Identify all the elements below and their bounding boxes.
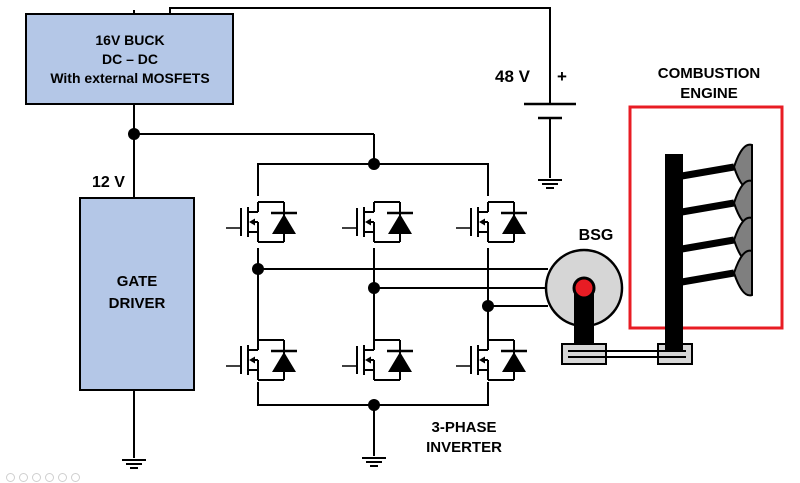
toolbar-dot[interactable] [32, 473, 41, 482]
inverter-subtitle: INVERTER [426, 439, 502, 456]
gate-driver-subtitle: DRIVER [109, 295, 166, 312]
engine-title: COMBUSTION [658, 65, 761, 82]
toolbar-dot[interactable] [19, 473, 28, 482]
gate-driver-title: GATE [117, 273, 158, 290]
gate-driver-block [79, 197, 195, 391]
rotor-dot [572, 276, 596, 300]
inverter-title: 3-PHASE [431, 419, 496, 436]
toolbar-dot[interactable] [58, 473, 67, 482]
rail-voltage-label: 12 V [92, 174, 125, 191]
inverter-rails [257, 158, 489, 456]
buck-note: With external MOSFETS [50, 70, 209, 86]
n-mosfet-icon [224, 200, 299, 244]
battery-voltage: 48 V [495, 67, 531, 86]
buck-subtitle: DC – DC [102, 51, 158, 67]
crankshaft [665, 154, 683, 350]
valve-icon [676, 145, 752, 190]
n-mosfet-icon [340, 338, 415, 382]
valve-icon [676, 251, 752, 296]
bsg-label: BSG [579, 227, 614, 244]
toolbar-dot[interactable] [6, 473, 15, 482]
n-mosfet-icon [454, 200, 529, 244]
buck-converter-block [25, 13, 234, 105]
phase-legs [252, 248, 548, 340]
engine-subtitle: ENGINE [680, 85, 738, 102]
n-mosfet-icon [454, 338, 529, 382]
ground-icon [361, 457, 387, 467]
battery-plus-sign: + [557, 67, 567, 86]
n-mosfet-icon [224, 338, 299, 382]
toolbar-dot[interactable] [45, 473, 54, 482]
buck-title: 16V BUCK [95, 32, 164, 48]
slide-toolbar [6, 473, 80, 483]
engine-frame [628, 105, 784, 330]
valve-icon [676, 181, 752, 226]
supply-rail [128, 104, 375, 198]
battery-icon [524, 102, 576, 120]
bsg-shaft [574, 288, 594, 352]
toolbar-dot[interactable] [71, 473, 80, 482]
ground-icon [121, 459, 147, 469]
valve-icon [676, 218, 752, 263]
n-mosfet-icon [340, 200, 415, 244]
ground-icon [537, 179, 563, 189]
